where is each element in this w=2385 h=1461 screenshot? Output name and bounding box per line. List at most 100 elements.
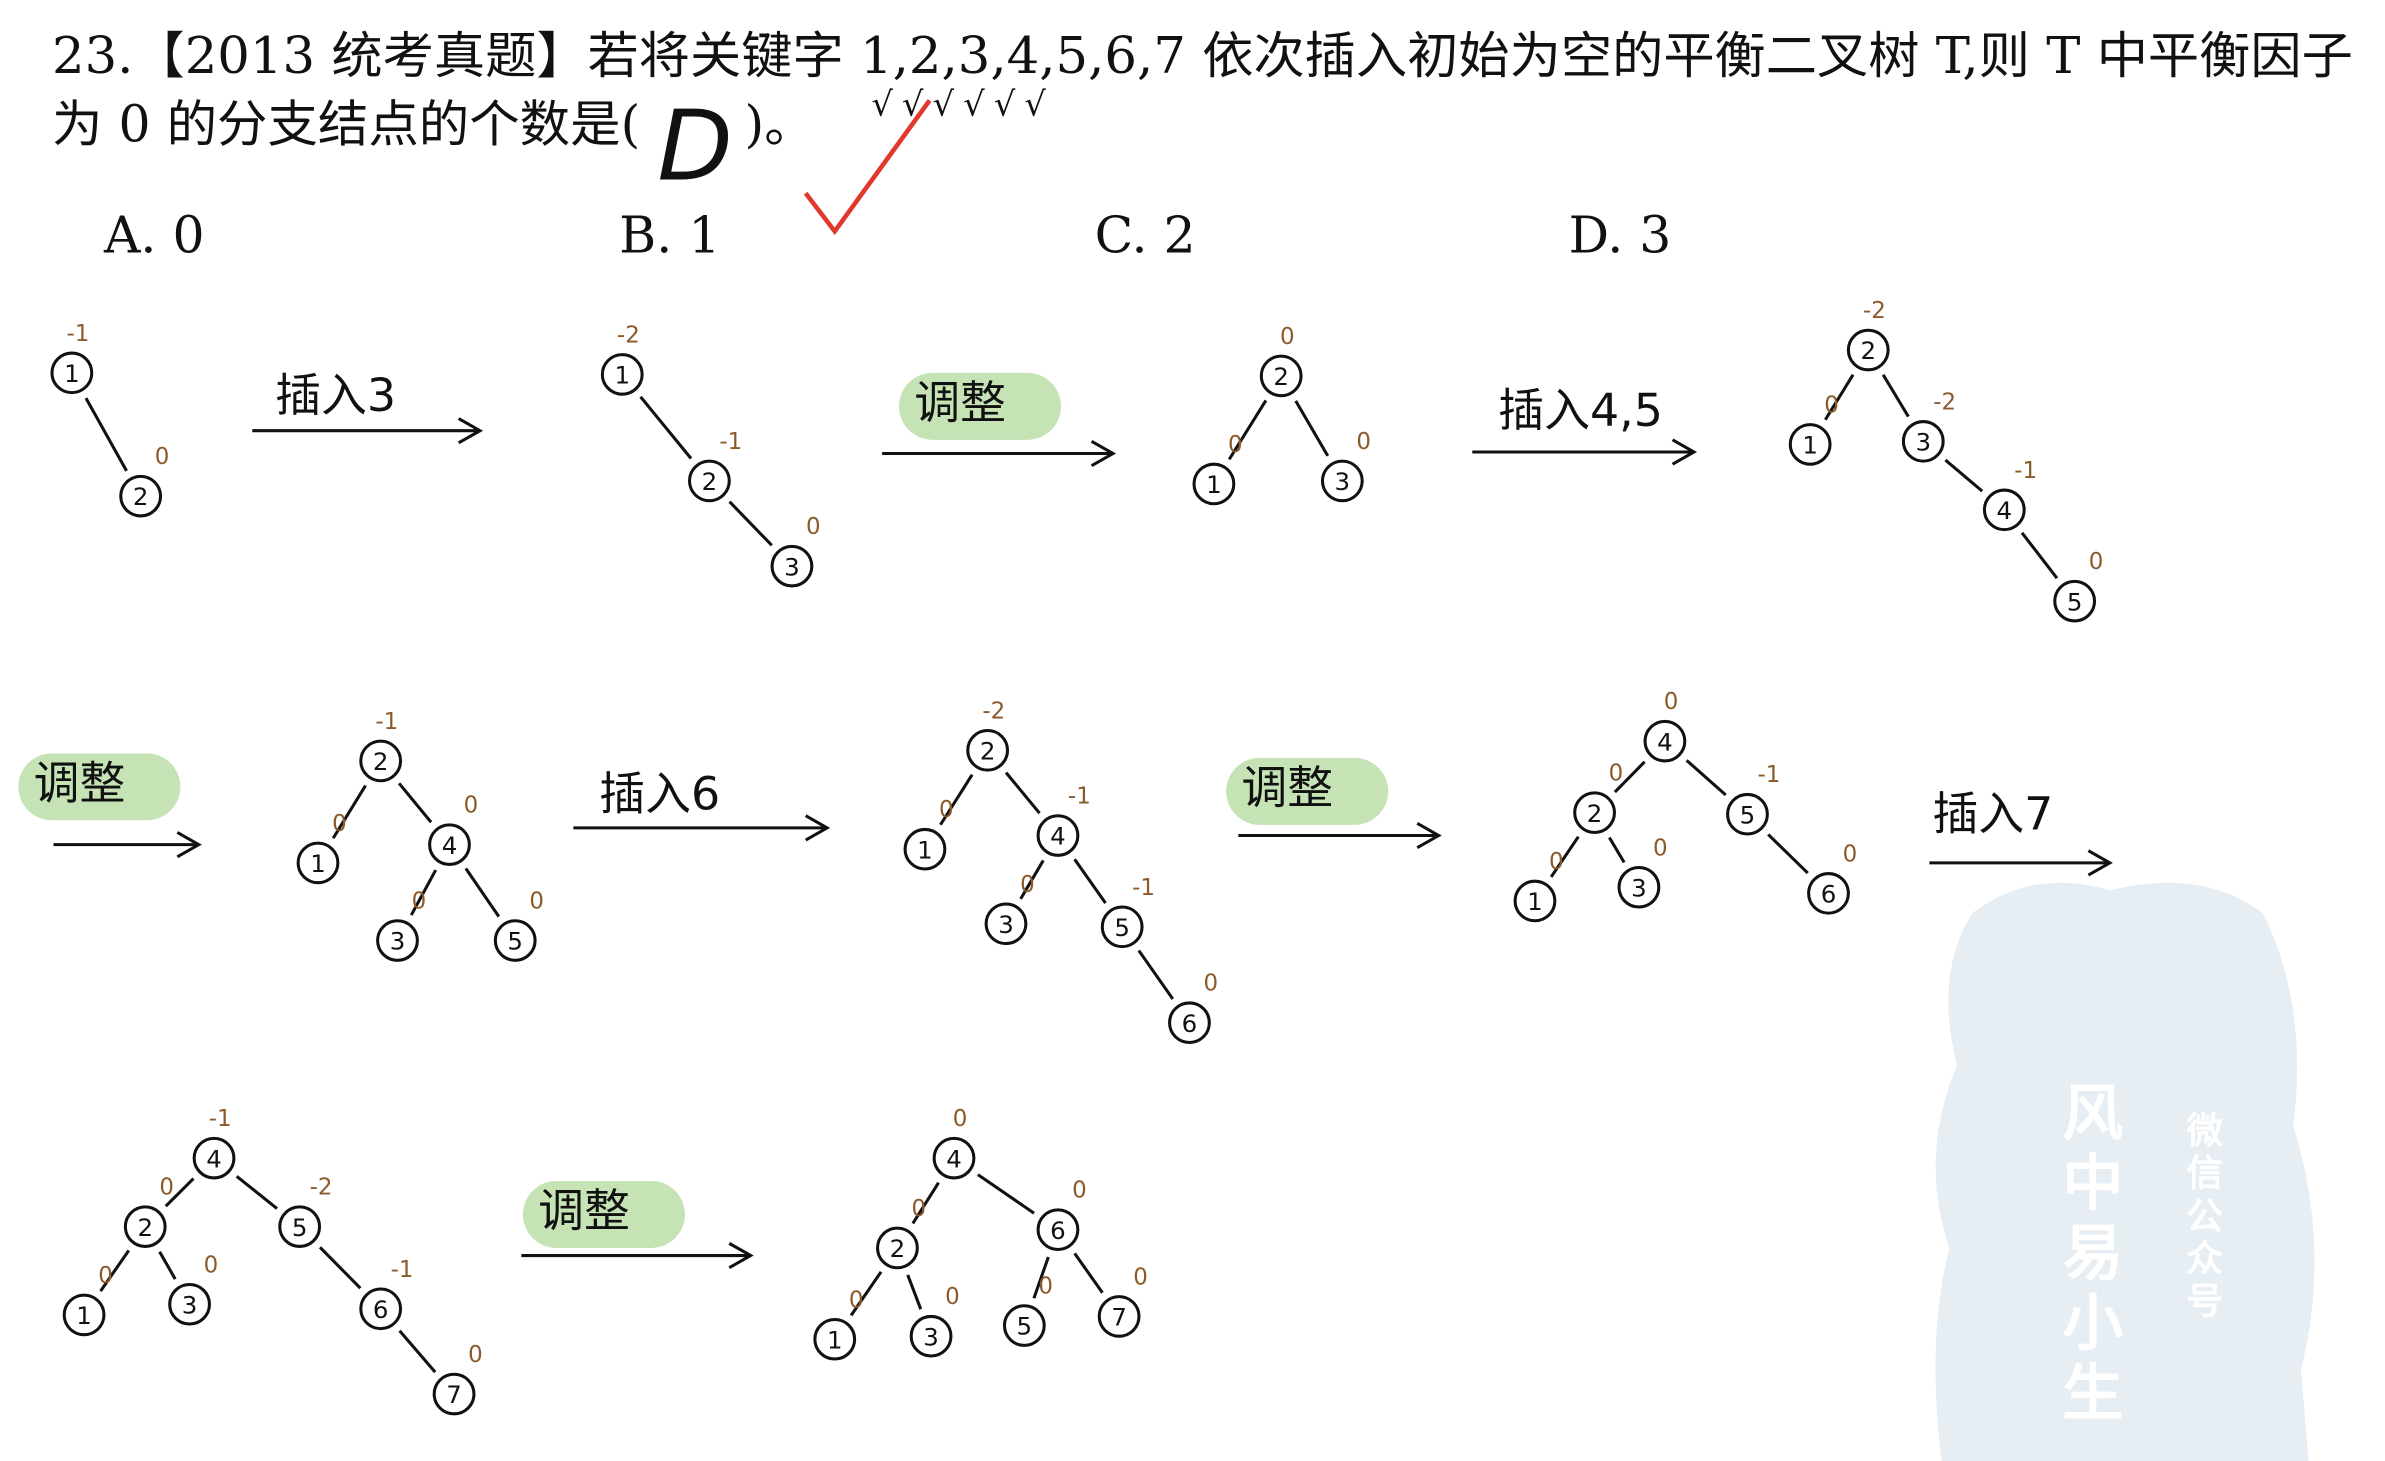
node-value: 6 — [1050, 1216, 1066, 1245]
step-label: 调整 — [914, 377, 1006, 430]
node-value: 1 — [310, 849, 326, 878]
node-circle — [62, 1293, 106, 1337]
balance-factor: -1 — [2014, 458, 2037, 484]
node-circle — [876, 1226, 919, 1270]
balance-factor: 0 — [939, 797, 954, 823]
balance-factor: 0 — [1228, 432, 1243, 458]
tree-1: 1-1 20 — [50, 321, 169, 518]
tree-node: 2-2 — [1846, 298, 1890, 372]
node-value: 4 — [1050, 822, 1066, 851]
node-value: 1 — [76, 1301, 92, 1330]
node-value: 5 — [507, 927, 523, 956]
tree-node: 30 — [770, 514, 821, 588]
tree-edge — [1944, 458, 1984, 493]
step-label: 调整 — [1241, 762, 1333, 815]
tree-node: 4-1 — [192, 1106, 236, 1180]
question-line-1: 23.【2013 统考真题】若将关键字 1,2,3,4,5,6,7 依次插入初始… — [52, 26, 2353, 85]
balance-factor: 0 — [912, 1196, 927, 1222]
node-circle — [1097, 1295, 1141, 1338]
balance-factor: -1 — [1757, 762, 1780, 788]
node-circle — [376, 919, 419, 962]
balance-factor: 0 — [1824, 392, 1839, 418]
tree-node: 10 — [1513, 849, 1564, 923]
step-5: 插入6 — [573, 768, 831, 842]
node-circle — [909, 1314, 953, 1358]
arrow-icon — [521, 1242, 754, 1270]
node-value: 2 — [137, 1213, 153, 1242]
tree-node: 10 — [296, 811, 347, 885]
balance-factor: 0 — [1843, 841, 1858, 867]
arrow-icon — [1929, 849, 2113, 877]
balance-factor: 0 — [1664, 689, 1679, 715]
node-circle — [432, 1372, 476, 1416]
node-circle — [1617, 865, 1661, 909]
node-circle — [119, 474, 163, 518]
tree-edge — [318, 1246, 362, 1290]
tree-edge — [235, 1175, 278, 1210]
balance-factor: 0 — [806, 514, 821, 540]
tree-node: 5-1 — [1726, 762, 1780, 836]
tree-node: 20 — [119, 444, 169, 518]
node-value: 3 — [390, 927, 406, 956]
balance-factor: 0 — [953, 1106, 968, 1132]
tree-node: 50 — [493, 889, 544, 962]
node-circle — [359, 739, 403, 783]
node-circle — [493, 919, 537, 962]
node-value: 4 — [946, 1144, 962, 1173]
node-value: 5 — [292, 1213, 308, 1242]
node-value: 3 — [1631, 873, 1647, 902]
node-circle — [1002, 1304, 1046, 1347]
tree-2: 1-2 2-1 30 — [600, 322, 821, 588]
node-circle — [359, 1287, 403, 1331]
tree-node: 50 — [1002, 1274, 1053, 1347]
tree-node: 5-2 — [278, 1175, 332, 1248]
node-circle — [932, 1136, 976, 1180]
node-value: 6 — [1182, 1009, 1198, 1038]
tree-node: 4-1 — [1982, 458, 2037, 532]
tree-node: 2-2 — [966, 698, 1010, 772]
node-value: 2 — [1587, 799, 1603, 828]
tree-edge — [99, 1249, 131, 1292]
tree-node: 1-2 — [600, 322, 644, 396]
balance-factor: 0 — [464, 793, 479, 819]
tree-edge — [84, 397, 128, 472]
tree-node: 70 — [1097, 1265, 1148, 1338]
balance-factor: 0 — [332, 811, 347, 837]
tree-edge — [1004, 771, 1041, 815]
tree-node: 1-1 — [50, 321, 94, 395]
watermark-sub: 微信公众号 — [2180, 1111, 2223, 1324]
tree-node: 40 — [1643, 689, 1687, 763]
node-value: 4 — [442, 831, 458, 860]
tree-node: 60 — [1807, 841, 1858, 915]
tree-node: 2-1 — [687, 429, 742, 503]
node-value: 3 — [182, 1290, 198, 1319]
node-value: 4 — [1657, 727, 1673, 756]
node-circle — [1901, 420, 1945, 463]
tree-node: 30 — [376, 889, 426, 962]
tree-node: 20 — [1259, 324, 1303, 398]
tree-edge — [1881, 374, 1910, 418]
tree-edge — [158, 1251, 177, 1280]
node-circle — [1982, 488, 2026, 532]
balance-factor: 0 — [1549, 849, 1564, 875]
tree-edge — [397, 782, 433, 824]
tree-node: 6-1 — [359, 1257, 414, 1331]
node-circle — [966, 728, 1010, 772]
balance-factor: 0 — [849, 1287, 864, 1313]
tree-edge — [728, 500, 773, 547]
tree-edge — [1227, 399, 1268, 461]
tree-edge — [939, 773, 974, 826]
node-circle — [1036, 814, 1080, 857]
balance-factor: 0 — [945, 1284, 960, 1310]
node-value: 1 — [827, 1325, 843, 1354]
node-value: 3 — [998, 910, 1014, 939]
balance-factor: -1 — [375, 709, 398, 735]
tree-edge — [1685, 759, 1727, 797]
tree-edge — [911, 1181, 940, 1225]
step-label: 插入7 — [1932, 788, 2053, 841]
node-circle — [296, 841, 340, 885]
balance-factor: -1 — [1068, 784, 1091, 810]
